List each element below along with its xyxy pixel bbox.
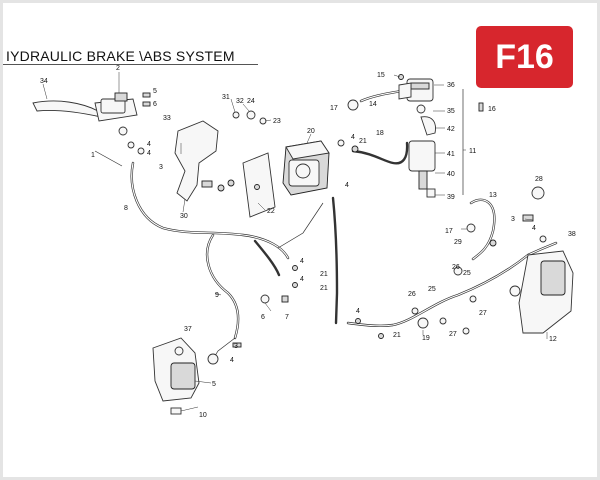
callout: 37 bbox=[184, 326, 192, 333]
callout: 13 bbox=[489, 192, 497, 199]
abs-modulator bbox=[242, 140, 330, 218]
brake-lever-assembly bbox=[32, 92, 151, 167]
callout: 41 bbox=[447, 151, 455, 158]
callout: 4 bbox=[230, 357, 234, 364]
callout: 4 bbox=[351, 134, 355, 141]
callout: 4 bbox=[147, 141, 151, 148]
callout: 31 bbox=[222, 94, 230, 101]
callout: 5 bbox=[153, 88, 157, 95]
callout: 3 bbox=[511, 216, 515, 223]
callout: 9 bbox=[215, 292, 219, 299]
callout: 28 bbox=[535, 176, 543, 183]
callout: 10 bbox=[199, 412, 207, 419]
callout: 30 bbox=[180, 213, 188, 220]
front-caliper bbox=[152, 337, 242, 415]
callout: 29 bbox=[454, 239, 462, 246]
callout: 17 bbox=[330, 105, 338, 112]
callout: 32 bbox=[236, 98, 244, 105]
exploded-view-drawing: 2 34 5 6 33 31 32 24 23 20 4 4 3 1 8 30 … bbox=[32, 65, 576, 419]
rear-caliper bbox=[466, 186, 574, 334]
callout: 5 bbox=[212, 381, 216, 388]
callout: 14 bbox=[369, 101, 377, 108]
callout: 33 bbox=[163, 115, 171, 122]
callout: 21 bbox=[393, 332, 401, 339]
callout: 4 bbox=[532, 225, 536, 232]
mounting-bracket bbox=[174, 110, 267, 202]
callout: 24 bbox=[247, 98, 255, 105]
callout: 7 bbox=[285, 314, 289, 321]
callout: 3 bbox=[159, 164, 163, 171]
callout: 4 bbox=[300, 276, 304, 283]
page-title: IYDRAULIC BRAKE \ABS SYSTEM bbox=[6, 48, 235, 64]
callout: 26 bbox=[408, 291, 416, 298]
callout: 21 bbox=[359, 138, 367, 145]
callout: 2 bbox=[116, 65, 120, 72]
callout: 25 bbox=[463, 270, 471, 277]
leader-lines bbox=[42, 72, 548, 412]
callout: 20 bbox=[307, 128, 315, 135]
callout: 22 bbox=[267, 208, 275, 215]
junction-fittings bbox=[260, 265, 477, 339]
callout: 4 bbox=[147, 150, 151, 157]
callout: 42 bbox=[447, 126, 455, 133]
title-underline bbox=[3, 64, 258, 65]
callout: 4 bbox=[345, 182, 349, 189]
callout: 15 bbox=[377, 72, 385, 79]
callout: 38 bbox=[568, 231, 576, 238]
callout: 36 bbox=[447, 82, 455, 89]
callout: 25 bbox=[428, 286, 436, 293]
callout: 4 bbox=[300, 258, 304, 265]
callout: 6 bbox=[153, 101, 157, 108]
callout: 21 bbox=[320, 271, 328, 278]
callout: 6 bbox=[261, 314, 265, 321]
callout: 16 bbox=[488, 106, 496, 113]
rear-master-cylinder bbox=[337, 74, 484, 198]
callout: 17 bbox=[445, 228, 453, 235]
callout: 11 bbox=[469, 148, 476, 155]
callout: 23 bbox=[273, 118, 281, 125]
callout: 3 bbox=[234, 343, 238, 350]
callout: 21 bbox=[320, 285, 328, 292]
callout: 35 bbox=[447, 108, 455, 115]
callout: 34 bbox=[40, 78, 48, 85]
callout: 12 bbox=[549, 336, 557, 343]
callout: 26 bbox=[452, 264, 460, 271]
callout: 27 bbox=[449, 331, 457, 338]
callout: 8 bbox=[124, 205, 128, 212]
brake-hoses bbox=[130, 89, 558, 360]
callout: 1 bbox=[91, 152, 95, 159]
callout: 19 bbox=[422, 335, 430, 342]
callout: 39 bbox=[447, 194, 455, 201]
callout: 4 bbox=[356, 308, 360, 315]
callout: 40 bbox=[447, 171, 455, 178]
callout: 18 bbox=[376, 130, 384, 137]
section-badge: F16 bbox=[476, 26, 573, 88]
callout: 27 bbox=[479, 310, 487, 317]
callout-labels: 2 34 5 6 33 31 32 24 23 20 4 4 3 1 8 30 … bbox=[40, 65, 576, 419]
